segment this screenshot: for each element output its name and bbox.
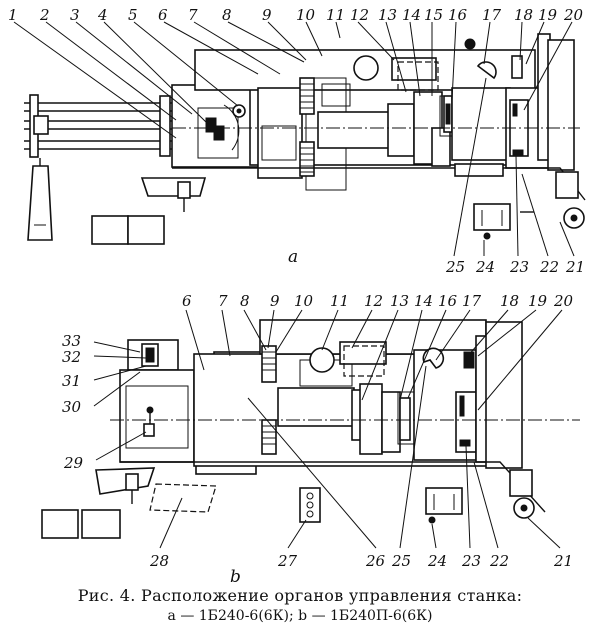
callout-b-28: 28: [149, 552, 169, 570]
callout-b-10: 10: [294, 292, 314, 310]
callout-b-12: 12: [364, 292, 383, 310]
panel-b-leaders: [93, 309, 563, 549]
callout-b-30: 30: [62, 398, 82, 416]
panel-b-callouts: 6 7 8 9 10 11 12 13 14 16 17 18 19 20 33…: [62, 292, 574, 587]
callout-b-27: 27: [277, 552, 298, 570]
callout-a-24: 24: [475, 258, 495, 276]
callout-a-11: 11: [326, 6, 345, 24]
callout-b-11: 11: [330, 292, 349, 310]
callout-a-15: 15: [424, 6, 443, 24]
callout-b-24: 24: [427, 552, 447, 570]
callout-b-31: 31: [62, 372, 81, 390]
callout-b-23: 23: [461, 552, 481, 570]
callout-a-6: 6: [158, 6, 168, 24]
callout-a-9: 9: [262, 6, 272, 24]
callout-b-6: 6: [182, 292, 192, 310]
callout-a-22: 22: [539, 258, 559, 276]
callout-a-8: 8: [222, 6, 232, 24]
callout-a-5: 5: [128, 6, 138, 24]
callout-a-7: 7: [188, 6, 198, 24]
callout-b-14: 14: [414, 292, 433, 310]
callout-a-17: 17: [482, 6, 502, 24]
callout-a-13: 13: [378, 6, 397, 24]
panel-b-label: b: [230, 567, 241, 587]
callout-b-29: 29: [63, 454, 84, 472]
callout-a-19: 19: [538, 6, 558, 24]
callout-a-16: 16: [448, 6, 468, 24]
callout-b-16: 16: [438, 292, 458, 310]
figure-caption-title: Рис. 4. Расположение органов управления …: [77, 586, 523, 605]
callout-a-18: 18: [514, 6, 533, 24]
callout-b-26: 26: [365, 552, 386, 570]
callout-a-20: 20: [563, 6, 584, 24]
callout-b-7: 7: [218, 292, 228, 310]
panel-a-label: a: [288, 247, 298, 267]
callout-b-25: 25: [391, 552, 411, 570]
panel-a-callouts: 1 2 3 4 5 6 7 8 9 10 11 12 13 14 15 16 1…: [8, 6, 585, 276]
callout-a-23: 23: [509, 258, 529, 276]
callout-b-18: 18: [500, 292, 519, 310]
callout-b-8: 8: [240, 292, 250, 310]
callout-b-20: 20: [553, 292, 574, 310]
callout-a-12: 12: [350, 6, 369, 24]
callout-b-9: 9: [270, 292, 280, 310]
callout-a-3: 3: [70, 6, 80, 24]
callout-b-19: 19: [528, 292, 548, 310]
callout-b-21: 21: [553, 552, 573, 570]
panel-a-drawing: [24, 33, 586, 245]
callout-b-13: 13: [390, 292, 409, 310]
callout-a-2: 2: [39, 6, 50, 24]
callout-a-1: 1: [8, 6, 18, 24]
callout-b-32: 32: [62, 348, 81, 366]
callout-b-33: 33: [62, 332, 81, 350]
callout-a-21: 21: [565, 258, 585, 276]
callout-a-10: 10: [296, 6, 316, 24]
callout-b-22: 22: [489, 552, 509, 570]
callout-b-17: 17: [462, 292, 482, 310]
callout-a-4: 4: [97, 6, 108, 24]
spindle-drum: [317, 111, 391, 149]
panel-a-leaders: [13, 21, 575, 257]
callout-a-14: 14: [402, 6, 421, 24]
bar-support-stand: [27, 158, 53, 241]
figure-caption-subtitle: а — 1Б240-6(6К); b — 1Б240П-6(6К): [167, 608, 433, 624]
callout-a-25: 25: [445, 258, 465, 276]
panel-b-drawing: [41, 319, 580, 539]
